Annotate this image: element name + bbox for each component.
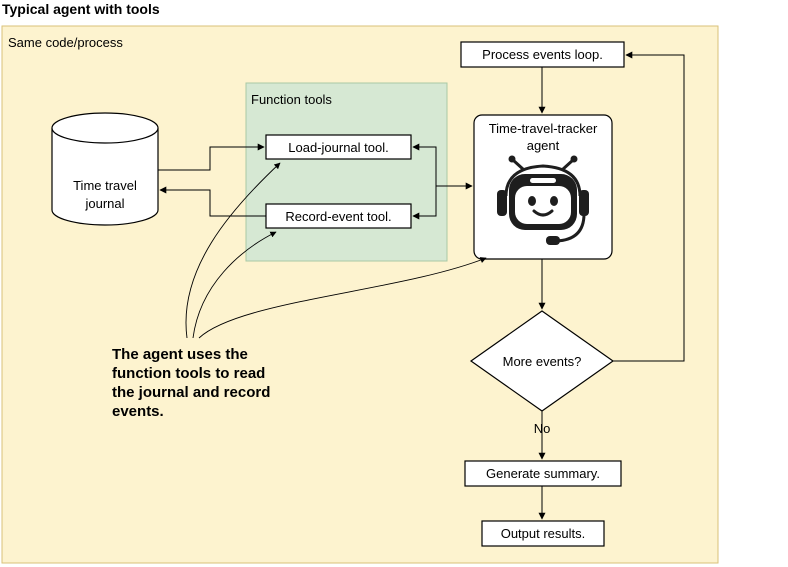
diagram-title: Typical agent with tools xyxy=(2,1,160,17)
curve-to-record-tool xyxy=(192,231,277,339)
robot-headset-icon xyxy=(497,155,589,245)
function-tools-label: Function tools xyxy=(251,92,332,107)
load-journal-tool: Load-journal tool. xyxy=(265,134,412,160)
arrow-journal-to-load xyxy=(158,143,265,171)
process-events-loop-label: Process events loop. xyxy=(482,47,603,62)
annotation-line4: events. xyxy=(112,403,164,420)
arrow-decision-to-loop xyxy=(613,51,685,362)
arrow-record-to-journal xyxy=(159,186,266,217)
function-tools-group xyxy=(245,82,448,262)
process-events-loop-box: Process events loop. xyxy=(460,41,625,68)
record-event-tool-label: Record-event tool. xyxy=(285,209,391,224)
generate-summary-box: Generate summary. xyxy=(464,460,622,487)
output-results-label: Output results. xyxy=(501,526,586,541)
journal-label-line2: journal xyxy=(84,196,124,211)
annotation-text: The agent uses the function tools to rea… xyxy=(112,346,270,420)
curve-to-agent xyxy=(198,257,487,339)
agent-label-line2: agent xyxy=(527,138,560,153)
agent-box: Time-travel-tracker agent xyxy=(473,114,613,260)
journal-database: Time travel journal xyxy=(51,112,159,226)
more-events-label: More events? xyxy=(503,354,582,369)
record-event-tool: Record-event tool. xyxy=(265,203,412,229)
connectors xyxy=(158,51,685,520)
annotation-line3: the journal and record xyxy=(112,384,270,401)
curve-to-load-tool xyxy=(185,162,281,339)
generate-summary-label: Generate summary. xyxy=(486,466,600,481)
journal-label-line1: Time travel xyxy=(73,178,137,193)
container-label: Same code/process xyxy=(8,35,123,50)
more-events-decision: More events? xyxy=(469,310,615,412)
annotation-curves xyxy=(185,162,487,339)
load-journal-tool-label: Load-journal tool. xyxy=(288,140,388,155)
output-results-box: Output results. xyxy=(481,520,605,547)
arrow-agent-to-record xyxy=(412,186,437,220)
annotation-line2: function tools to read xyxy=(112,365,265,382)
agent-label-line1: Time-travel-tracker xyxy=(489,121,598,136)
arrow-agent-to-load xyxy=(412,143,437,186)
annotation-line1: The agent uses the xyxy=(112,346,248,363)
